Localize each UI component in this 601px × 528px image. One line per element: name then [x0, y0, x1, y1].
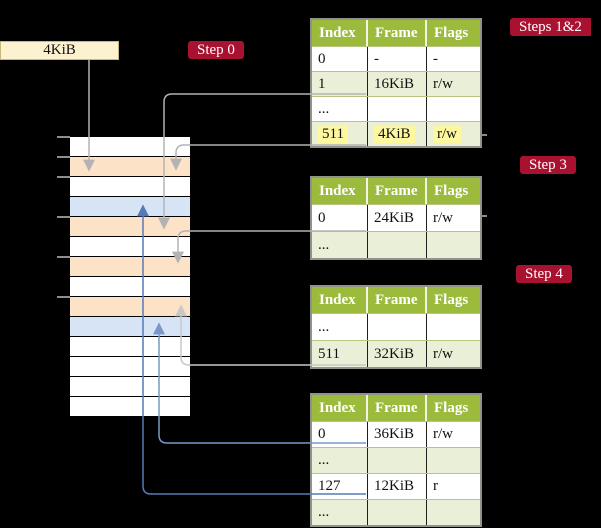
page-table-cell: 32KiB [368, 341, 427, 367]
memory-frame-row [70, 177, 190, 197]
badge-steps-1-2: Steps 1&2 [510, 18, 591, 36]
memory-tick [57, 256, 70, 258]
page-table-cell: 511 [312, 122, 368, 146]
column-header: Index [312, 178, 368, 204]
memory-frame-row [70, 337, 190, 357]
memory-tick [57, 136, 70, 138]
memory-frame-row [70, 237, 190, 257]
page-table-cell [368, 97, 427, 121]
page-table-cell: 16KiB [368, 72, 427, 96]
highlighted-value: 4KiB [374, 125, 415, 143]
page-table-cell [427, 448, 480, 473]
page-table-cell [368, 500, 427, 525]
column-header: Index [312, 20, 368, 46]
column-header: Frame [368, 178, 427, 204]
column-header: Flags [434, 292, 469, 308]
page-table-cell: 511 [312, 341, 368, 367]
page-table-cell: 36KiB [368, 422, 427, 447]
page-table-cell [368, 232, 427, 258]
column-header: Flags [434, 183, 469, 199]
page-table-cell: 0 [312, 47, 368, 71]
page-table-cell: r/w [433, 209, 453, 226]
column-header: Index [312, 395, 368, 421]
memory-frame-row [70, 397, 190, 417]
badge-step-0: Step 0 [188, 41, 244, 59]
page-table-cell: ... [312, 500, 368, 525]
page-table-row: 511 4KiB r/w [312, 121, 480, 146]
connector-stub [481, 134, 487, 136]
page-table-cell: 127 [312, 474, 368, 499]
page-table-cell [427, 500, 480, 525]
page-table-cell [427, 232, 480, 258]
memory-frame-row [70, 317, 190, 337]
page-table-cell: r/w [433, 75, 453, 92]
page-table-cell: r/w [433, 345, 453, 362]
page-table-cell: r/w [433, 426, 453, 442]
column-header: Index [312, 287, 368, 313]
memory-frame-row [70, 377, 190, 397]
badge-step-3: Step 3 [520, 156, 576, 174]
column-header: Frame [368, 20, 427, 46]
memory-frame-row [70, 157, 190, 177]
page-table-cell: ... [312, 97, 368, 121]
page-table-cell [427, 314, 480, 340]
page-table-cell: - [368, 47, 427, 71]
memory-tick [57, 216, 70, 218]
memory-tick [57, 176, 70, 178]
badge-step-4: Step 4 [516, 265, 572, 283]
page-table-cell [368, 314, 427, 340]
page-table-cell [427, 97, 480, 121]
page-table-cell [368, 448, 427, 473]
memory-frame-row [70, 297, 190, 317]
column-header: Frame [368, 395, 427, 421]
frame-address-box: 4KiB [0, 41, 119, 60]
page-table-cell: ... [312, 448, 368, 473]
column-header: Frame [368, 287, 427, 313]
memory-frame-row [70, 217, 190, 237]
page-table-cell: 1 [312, 72, 368, 96]
memory-frame-row [70, 257, 190, 277]
memory-tick [57, 296, 70, 298]
connector-stub [481, 215, 487, 217]
column-header: Flags [434, 25, 469, 41]
page-table-cell: 0 [312, 205, 368, 231]
page-table-cell: 4KiB [368, 122, 427, 146]
page-table-cell: 24KiB [368, 205, 427, 231]
page-table-cell: ... [312, 314, 368, 340]
page-table-row: ... [312, 313, 480, 340]
page-table-cell: - [433, 50, 438, 67]
memory-frame-row [70, 277, 190, 297]
page-table-row: ... [312, 447, 480, 473]
page-table-row: ... [312, 499, 480, 525]
highlighted-value: 511 [318, 125, 348, 143]
page-table-cell: 0 [312, 422, 368, 447]
column-header: Flags [434, 400, 469, 416]
memory-frame-row [70, 137, 190, 157]
memory-frame-row [70, 357, 190, 377]
memory-tick [57, 156, 70, 158]
physical-memory-stack [70, 136, 190, 417]
page-table-cell: ... [312, 232, 368, 258]
page-table-cell: r [433, 478, 438, 494]
page-table-cell: 12KiB [368, 474, 427, 499]
memory-frame-row [70, 197, 190, 217]
highlighted-value: r/w [433, 125, 461, 143]
page-table-row: ... [312, 96, 480, 121]
page-table-row: 0-- [312, 46, 480, 71]
page-table-row: ... [312, 231, 480, 258]
page-table-cell: r/w [427, 122, 480, 146]
